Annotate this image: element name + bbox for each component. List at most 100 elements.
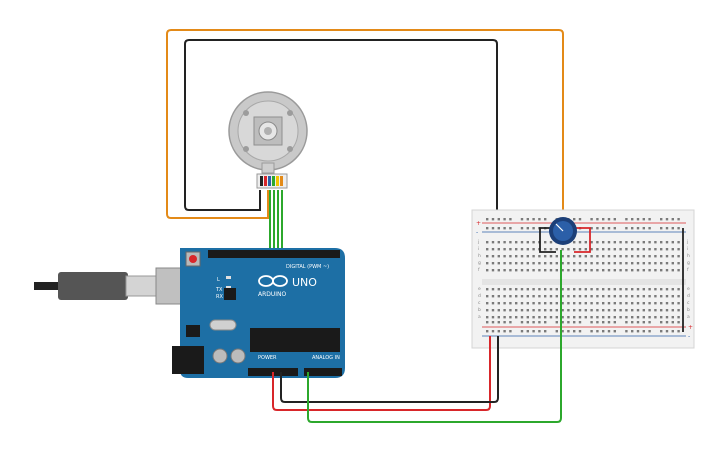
breadboard-hole [596,218,599,221]
breadboard-hole [636,248,640,251]
breadboard-hole [567,295,570,298]
breadboard-hole [660,248,663,251]
breadboard-hole [526,255,529,258]
wire-black-ground[interactable] [280,336,499,403]
breadboard-hole [671,302,674,305]
breadboard-hole [538,262,541,265]
breadboard-hole [555,262,558,265]
breadboard-hole [648,295,651,298]
breadboard-hole [503,255,506,258]
breadboard-hole [660,330,663,333]
wire-orange[interactable] [166,29,564,219]
breadboard-hole [660,316,663,319]
breadboard-hole [567,255,570,258]
breadboard-hole [486,241,489,244]
row-letter: h [478,253,481,259]
breadboard-hole [636,288,640,291]
breadboard-hole [549,255,553,258]
breadboard-hole [520,316,524,319]
breadboard-hole [567,321,570,324]
breadboard-hole [561,269,564,272]
breadboard-hole [665,321,669,324]
wire-black-pot[interactable] [539,227,556,253]
breadboard-hole [596,302,599,305]
wire-green-analog[interactable] [307,250,562,423]
wire-black-top[interactable] [184,39,498,214]
breadboard-hole [642,269,645,272]
breadboard-hole [671,218,674,221]
wire-red-pot[interactable] [574,227,591,253]
breadboard-hole [607,262,611,265]
breadboard-hole [491,316,495,319]
wire-red-power[interactable] [272,336,491,411]
breadboard-hole [596,321,599,324]
usb-plug[interactable] [34,267,187,305]
row-letter: b [687,307,690,313]
breadboard-hole [677,262,680,265]
power-label: POWER [258,355,277,361]
breadboard-hole [520,302,524,305]
breadboard-hole [555,330,558,333]
row-letter: e [687,287,690,292]
breadboard-hole [578,295,582,298]
breadboard-hole [538,218,541,221]
breadboard-hole [631,321,634,324]
breadboard-hole [520,227,524,230]
breadboard-hole [613,262,616,265]
row-letter: f [687,267,689,273]
breadboard-hole [642,302,645,305]
capacitor [212,348,228,364]
breadboard-hole [671,288,674,291]
breadboard-hole [544,248,547,251]
breadboard-hole [538,288,541,291]
breadboard-hole [497,218,500,221]
breadboard-hole [520,288,524,291]
power-jack[interactable] [172,346,204,374]
breadboard-hole [665,262,669,265]
breadboard-hole [573,218,576,221]
breadboard-hole [526,227,529,230]
breadboard-hole [631,248,634,251]
breadboard-hole [625,269,628,272]
breadboard-hole [578,316,582,319]
breadboard-hole [573,309,576,312]
breadboard-hole [613,302,616,305]
breadboard-hole [677,321,680,324]
breadboard-hole [648,262,651,265]
arduino-board[interactable]: DIGITAL (PWM ~) L TX RX UNO ARDUINO POWE… [172,248,345,378]
breadboard-hole [549,241,553,244]
breadboard-hole [596,227,599,230]
breadboard-hole [602,288,605,291]
breadboard-hole [665,330,669,333]
breadboard-hole [671,248,674,251]
breadboard-hole [602,218,605,221]
breadboard-hole [515,269,518,272]
led-l-label: L [217,277,220,283]
breadboard-hole [491,321,495,324]
breadboard-hole [573,241,576,244]
analog-header[interactable] [304,368,342,376]
breadboard-hole [544,302,547,305]
breadboard-hole [503,321,506,324]
breadboard-hole [578,262,582,265]
breadboard-hole [578,241,582,244]
breadboard-hole [660,309,663,312]
voltage-regulator [186,325,200,337]
breadboard-hole [677,330,680,333]
breadboard-hole [497,330,500,333]
breadboard-hole [549,302,553,305]
breadboard-hole [497,316,500,319]
breadboard-hole [544,241,547,244]
digital-header[interactable] [208,250,340,258]
breadboard-hole [636,316,640,319]
breadboard-hole [584,316,587,319]
breadboard-hole [509,248,512,251]
potentiometer[interactable] [539,217,591,253]
breadboard-hole [491,295,495,298]
breadboard-hole [526,248,529,251]
row-letter: i [687,246,688,252]
breadboard-hole [631,262,634,265]
motor[interactable] [228,91,308,189]
